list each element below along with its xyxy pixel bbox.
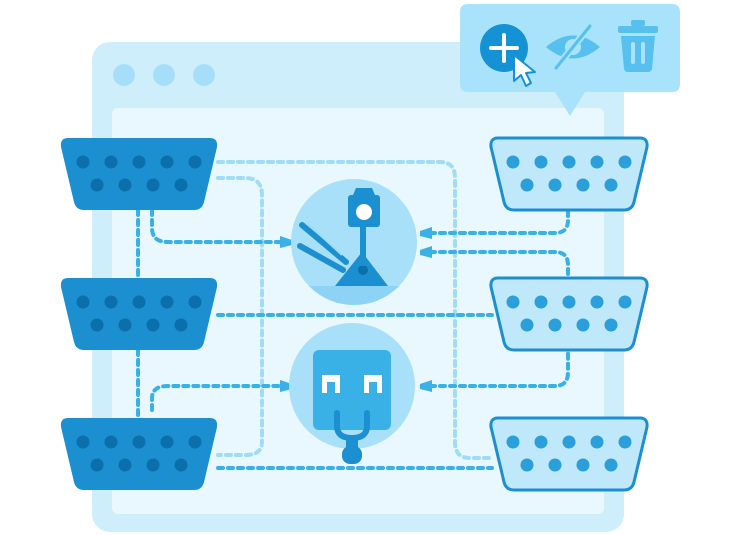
window-dot-2 <box>153 64 175 86</box>
left-connector-1 <box>60 138 218 210</box>
connector-pin <box>76 295 90 309</box>
right-connectors <box>489 136 649 492</box>
connector-pin <box>520 318 534 332</box>
connector-pin <box>506 155 520 169</box>
connector-pin <box>604 178 618 192</box>
connector-pin <box>160 435 174 449</box>
connector-pin <box>188 295 202 309</box>
connector-pin <box>604 318 618 332</box>
wire-left3-to-socket <box>150 384 284 412</box>
connector-pin <box>104 435 118 449</box>
connector-pin <box>76 435 90 449</box>
connector-pin <box>146 458 160 472</box>
connector-pin <box>118 178 132 192</box>
wire-light-top-span <box>216 160 494 460</box>
right-connector-2 <box>489 276 649 352</box>
connector-pin <box>132 155 146 169</box>
window-dot-1 <box>113 64 135 86</box>
right-connector-1 <box>489 136 649 212</box>
toolbar-popover <box>460 4 680 116</box>
connector-pin <box>104 155 118 169</box>
wire-joystick-to-right2 <box>428 250 570 277</box>
wire-socket-to-right2 <box>428 348 570 388</box>
connector-pin <box>590 295 604 309</box>
eye-off-icon <box>546 22 600 72</box>
connector-pin <box>520 178 534 192</box>
connector-pin <box>90 318 104 332</box>
left-connector-2 <box>60 278 218 350</box>
connector-pin <box>506 295 520 309</box>
connector-pin <box>160 155 174 169</box>
connector-pin <box>576 458 590 472</box>
connector-pin <box>534 435 548 449</box>
mouse-cursor-icon <box>513 54 536 87</box>
trash-icon <box>618 20 658 72</box>
connector-pin <box>618 435 632 449</box>
connector-pin <box>548 318 562 332</box>
connector-pin <box>576 178 590 192</box>
connector-pin <box>104 295 118 309</box>
connector-pin <box>188 155 202 169</box>
connector-pin <box>118 458 132 472</box>
connector-pin <box>562 155 576 169</box>
connector-pin <box>590 435 604 449</box>
connector-pin <box>506 435 520 449</box>
connector-pin <box>520 458 534 472</box>
add-button[interactable] <box>479 23 536 87</box>
connector-pin <box>90 458 104 472</box>
connector-pin <box>590 155 604 169</box>
connector-pin <box>174 178 188 192</box>
connector-pin <box>562 435 576 449</box>
connector-pin <box>160 295 174 309</box>
connector-pin <box>174 318 188 332</box>
connector-pin <box>618 295 632 309</box>
connector-pin <box>146 178 160 192</box>
connector-pin <box>76 155 90 169</box>
connector-pin <box>174 458 188 472</box>
wire-joystick-to-right1 <box>428 208 570 235</box>
delete-button[interactable] <box>616 19 660 73</box>
connector-pin <box>576 318 590 332</box>
plus-circle-icon <box>480 24 536 87</box>
connector-pin <box>618 155 632 169</box>
connector-pin <box>188 435 202 449</box>
connector-pin <box>604 458 618 472</box>
wire-light-left-loop <box>216 176 264 457</box>
connector-pin <box>132 295 146 309</box>
connector-pin <box>534 295 548 309</box>
connector-pin <box>534 155 548 169</box>
connector-pin <box>118 318 132 332</box>
hide-button[interactable] <box>544 22 602 72</box>
connector-pin <box>562 295 576 309</box>
connector-pin <box>132 435 146 449</box>
window-dot-3 <box>193 64 215 86</box>
left-connector-3 <box>60 418 218 490</box>
connector-pin <box>146 318 160 332</box>
connector-pin <box>548 178 562 192</box>
connector-pin <box>548 458 562 472</box>
connector-pin <box>90 178 104 192</box>
wire-tips <box>280 227 432 392</box>
wire-left1-to-joystick <box>150 208 284 244</box>
plug-socket-icon <box>289 323 415 464</box>
right-connector-3 <box>489 416 649 492</box>
left-connectors <box>60 138 218 490</box>
joystick-panel-icon <box>291 179 417 305</box>
